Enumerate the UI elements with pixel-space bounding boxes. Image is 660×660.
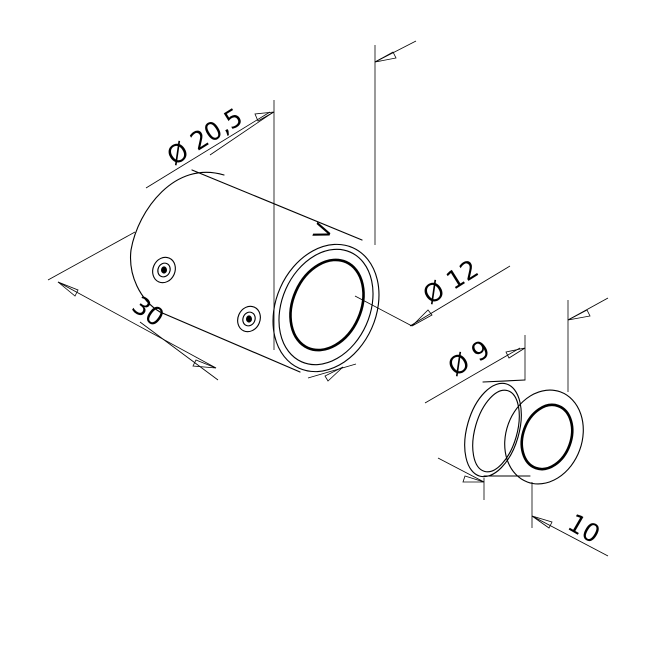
- dimension-diameter-plug-label: Ø 9: [443, 334, 495, 382]
- body-mark: V: [310, 221, 339, 244]
- dimension-diameter-bore: Ø 12: [307, 40, 511, 382]
- dimension-diameter-plug: Ø 9: [424, 334, 526, 404]
- dimension-length-body-label: 30: [127, 290, 170, 332]
- cylinder-body: V: [129, 169, 380, 373]
- body-bottom-edge: [159, 311, 301, 373]
- body-front-face: [272, 243, 380, 373]
- body-back-end: [129, 171, 225, 313]
- body-bore: [289, 258, 365, 352]
- plug-front-boss: [520, 403, 574, 471]
- plug-rear-flange: [464, 382, 522, 478]
- plug-front-face: [504, 389, 584, 485]
- dimension-length-plug-label: 10: [563, 508, 605, 549]
- set-screw-bottom: [237, 305, 261, 333]
- dimension-length-body: 30: [47, 231, 219, 381]
- dimension-diameter-body-label: Ø 20,5: [162, 102, 248, 171]
- body-top-edge: [191, 169, 363, 241]
- dimension-length-plug: 10: [437, 297, 609, 557]
- plug-insert: [464, 379, 584, 485]
- set-screw-top: [152, 256, 176, 284]
- plug-rear-groove: [472, 389, 520, 473]
- body-front-chamfer: [278, 248, 374, 366]
